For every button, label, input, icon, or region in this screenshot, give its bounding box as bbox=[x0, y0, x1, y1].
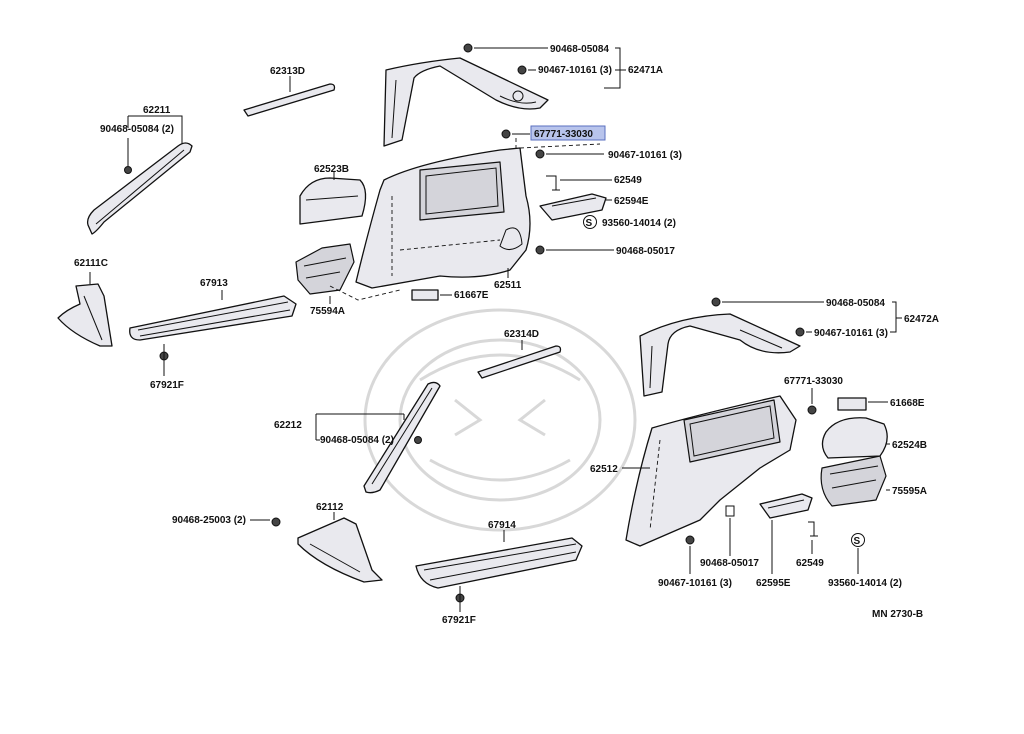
label-90468-05084-2-left[interactable]: 90468-05084 (2) bbox=[100, 124, 174, 135]
diagram-id: MN 2730-B bbox=[872, 609, 923, 620]
label-90467-10161-right[interactable]: 90467-10161 (3) bbox=[814, 328, 888, 339]
part-62524B-pocket[interactable] bbox=[821, 417, 888, 459]
part-62549-hook-top[interactable] bbox=[546, 175, 560, 191]
part-75595A-bracket[interactable] bbox=[820, 455, 887, 507]
clip-90468-05084-right[interactable] bbox=[711, 297, 721, 307]
part-62595E-handle[interactable] bbox=[759, 493, 813, 519]
part-67913-scuff-plate[interactable] bbox=[129, 295, 297, 341]
label-62524B[interactable]: 62524B bbox=[892, 440, 927, 451]
label-67921F-bottom[interactable]: 67921F bbox=[442, 615, 476, 626]
label-62523B[interactable]: 62523B bbox=[314, 164, 349, 175]
label-90468-05084-top[interactable]: 90468-05084 bbox=[550, 44, 609, 55]
label-62511[interactable]: 62511 bbox=[494, 280, 522, 291]
leader-62212 bbox=[315, 413, 405, 441]
leader-62472A bbox=[722, 301, 902, 333]
clip-90467-10161-bottom[interactable] bbox=[685, 535, 695, 545]
label-62314D[interactable]: 62314D bbox=[504, 329, 539, 340]
part-62313D-strip[interactable] bbox=[243, 83, 336, 117]
part-90468-05017-bottom[interactable] bbox=[725, 505, 735, 517]
label-62313D[interactable]: 62313D bbox=[270, 66, 305, 77]
label-90467-10161-mid[interactable]: 90467-10161 (3) bbox=[608, 150, 682, 161]
label-62212[interactable]: 62212 bbox=[274, 420, 302, 431]
clip-67771-33030-right[interactable] bbox=[807, 405, 817, 415]
label-90468-05084-2-mid[interactable]: 90468-05084 (2) bbox=[320, 435, 394, 446]
clip-90467-10161-right[interactable] bbox=[795, 327, 805, 337]
part-62212-pillar-garnish[interactable] bbox=[363, 381, 441, 494]
clip-90468-05017-top[interactable] bbox=[535, 245, 545, 255]
part-62112-cover[interactable] bbox=[297, 517, 383, 583]
label-62594E[interactable]: 62594E bbox=[614, 196, 649, 207]
label-90468-05017-top[interactable]: 90468-05017 bbox=[616, 246, 675, 257]
dash-75594A bbox=[329, 285, 401, 301]
label-62549-top[interactable]: 62549 bbox=[614, 175, 642, 186]
label-67913[interactable]: 67913 bbox=[200, 278, 228, 289]
label-90467-10161-bottom[interactable]: 90467-10161 (3) bbox=[658, 578, 732, 589]
screw-93560-14014-top[interactable]: S bbox=[583, 215, 597, 230]
label-62472A[interactable]: 62472A bbox=[904, 314, 939, 325]
screw-93560-14014-bottom[interactable]: S bbox=[851, 533, 865, 548]
part-62211-pillar-garnish[interactable] bbox=[86, 142, 193, 235]
label-62595E[interactable]: 62595E bbox=[756, 578, 791, 589]
leader-62471A bbox=[474, 47, 626, 89]
part-62471A-upper-trim[interactable] bbox=[383, 57, 549, 147]
screw-symbol: S bbox=[586, 218, 593, 229]
label-90467-10161-top[interactable]: 90467-10161 (3) bbox=[538, 65, 612, 76]
label-67921F-left[interactable]: 67921F bbox=[150, 380, 184, 391]
label-62549-bottom[interactable]: 62549 bbox=[796, 558, 824, 569]
dash-upper-trim bbox=[515, 138, 601, 150]
part-62594E-handle[interactable] bbox=[539, 193, 607, 221]
clip-90467-10161-mid[interactable] bbox=[535, 149, 545, 159]
part-62472A-upper-trim[interactable] bbox=[639, 313, 801, 397]
label-75595A[interactable]: 75595A bbox=[892, 486, 927, 497]
watermark-emblem bbox=[363, 308, 637, 532]
label-62111C[interactable]: 62111C bbox=[74, 258, 108, 269]
part-62549-hook-bottom[interactable] bbox=[808, 521, 818, 537]
label-62211[interactable]: 62211 bbox=[143, 105, 171, 116]
label-90468-05084-right[interactable]: 90468-05084 bbox=[826, 298, 885, 309]
label-62512[interactable]: 62512 bbox=[590, 464, 618, 475]
part-62314D-strip[interactable] bbox=[477, 345, 562, 379]
screw-symbol: S bbox=[854, 536, 861, 547]
label-62471A[interactable]: 62471A bbox=[628, 65, 663, 76]
clip-90468-05084-top[interactable] bbox=[463, 43, 473, 53]
part-61668E-pad[interactable] bbox=[837, 397, 867, 411]
part-62523B-pocket[interactable] bbox=[299, 177, 367, 225]
label-67914[interactable]: 67914 bbox=[488, 520, 516, 531]
clip-67771-33030-left[interactable] bbox=[501, 129, 511, 139]
clip-90468-25003[interactable] bbox=[271, 517, 281, 527]
label-67771-33030-highlighted[interactable]: 67771-33030 bbox=[534, 129, 593, 140]
clip-90467-10161-top[interactable] bbox=[517, 65, 527, 75]
part-62111C-cover[interactable] bbox=[57, 283, 113, 347]
part-75594A-bracket[interactable] bbox=[295, 243, 355, 295]
label-90468-05017-bottom[interactable]: 90468-05017 bbox=[700, 558, 759, 569]
label-61667E[interactable]: 61667E bbox=[454, 290, 489, 301]
highlight-box bbox=[530, 125, 606, 141]
part-61667E-pad[interactable] bbox=[411, 289, 439, 301]
label-62112[interactable]: 62112 bbox=[316, 502, 344, 513]
label-61668E[interactable]: 61668E bbox=[890, 398, 925, 409]
leader-62211 bbox=[127, 115, 183, 166]
label-75594A[interactable]: 75594A bbox=[310, 306, 345, 317]
label-93560-14014-top[interactable]: 93560-14014 (2) bbox=[602, 218, 676, 229]
part-62512-quarter-trim[interactable] bbox=[625, 395, 797, 547]
part-62511-quarter-trim[interactable] bbox=[355, 147, 531, 289]
label-93560-14014-bottom[interactable]: 93560-14014 (2) bbox=[828, 578, 902, 589]
label-67771-33030-right[interactable]: 67771-33030 bbox=[784, 376, 843, 387]
part-67914-scuff-plate[interactable] bbox=[415, 537, 583, 589]
label-90468-25003[interactable]: 90468-25003 (2) bbox=[172, 515, 246, 526]
